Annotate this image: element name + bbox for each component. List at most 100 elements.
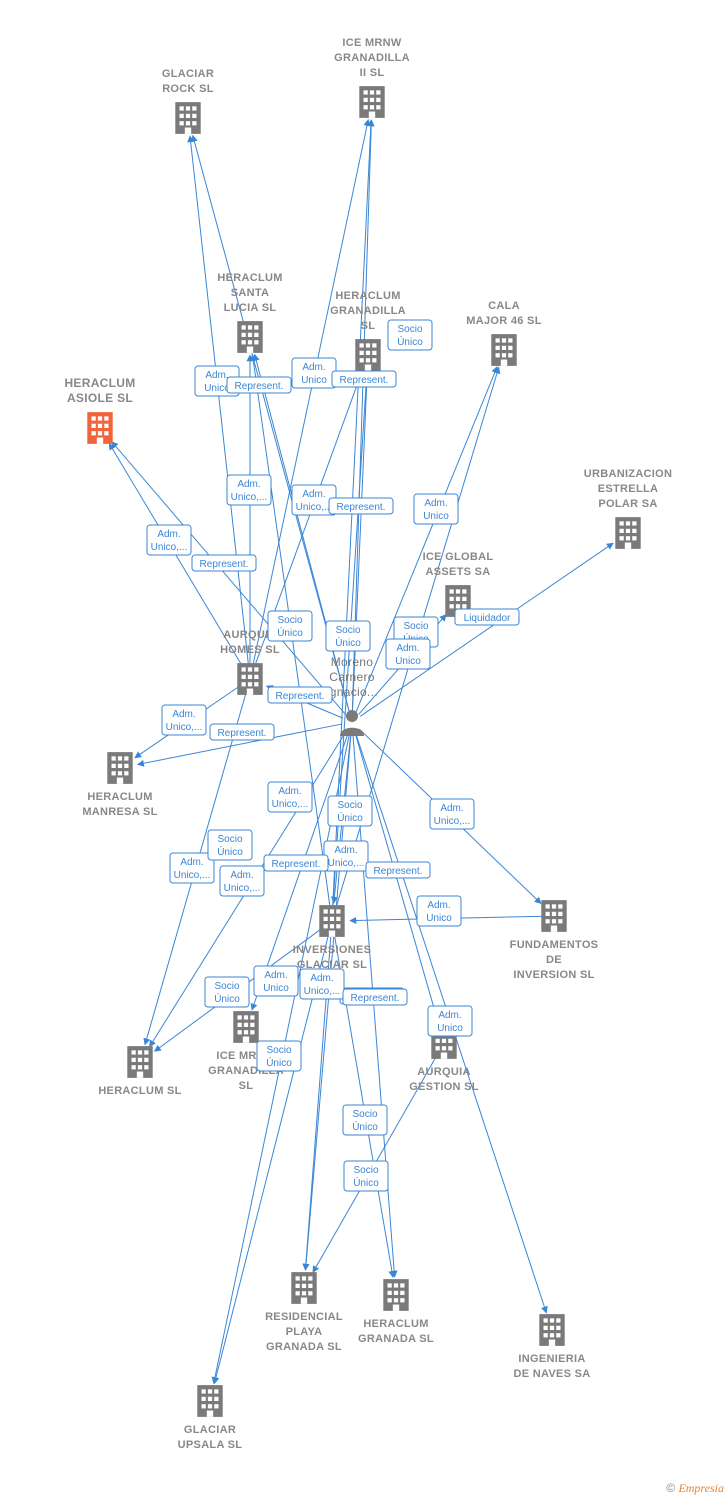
node-aurquia-gestion[interactable]: AURQUIA GESTION SL: [409, 1027, 479, 1093]
edge-label-box: [161, 704, 207, 736]
edge-label-text: Unico,...: [166, 722, 203, 733]
building-icon: [291, 1272, 317, 1304]
edge-label[interactable]: Adm.Unico,...: [429, 798, 475, 830]
node-label-line: GESTION SL: [409, 1081, 479, 1093]
edge-label[interactable]: Represent.: [209, 723, 275, 741]
edge-label[interactable]: Represent.: [267, 686, 333, 704]
edge-label-text: Unico,...: [151, 542, 188, 553]
building-icon: [491, 334, 517, 366]
edge-label-text: Represent.: [200, 559, 249, 570]
edge-label[interactable]: Adm.Unico: [291, 357, 337, 389]
node-label-line: HERACLUM: [217, 272, 282, 284]
edge-label[interactable]: Represent.: [263, 854, 329, 872]
edge-label-text: Adm.: [264, 970, 287, 981]
edge-label-text: Adm.: [237, 479, 260, 490]
edge-label-box: [209, 723, 275, 741]
node-inversiones-glaciar[interactable]: INVERSIONES GLACIAR SL: [293, 905, 372, 971]
node-label-line: INVERSION SL: [513, 969, 594, 981]
footer: © Empresia: [666, 1481, 724, 1496]
edge-label[interactable]: Represent.: [331, 370, 397, 388]
edge-label-box: [325, 620, 371, 652]
node-heraclum-santa-lucia[interactable]: HERACLUM SANTA LUCIA SL: [217, 272, 282, 353]
edge-label-text: Único: [214, 992, 240, 1005]
edge-label[interactable]: Represent.: [226, 376, 292, 394]
edge-label[interactable]: Adm.Unico: [416, 895, 462, 927]
edge-label-text: Unico: [301, 375, 327, 386]
edge-label[interactable]: Liquidador: [454, 608, 520, 626]
building-icon: [237, 321, 263, 353]
node-heraclum[interactable]: HERACLUM SL: [98, 1046, 181, 1097]
edge-label[interactable]: Adm.Unico: [385, 638, 431, 670]
edge-label-text: Socio: [266, 1045, 291, 1056]
edge-label[interactable]: Adm.Unico,...: [267, 781, 313, 813]
edge-label[interactable]: Represent.: [342, 988, 408, 1006]
node-label-line: HERACLUM: [335, 290, 400, 302]
edge-label-text: Adm.: [205, 370, 228, 381]
node-label-line: LUCIA SL: [224, 302, 277, 314]
node-label-line: SANTA: [231, 287, 270, 299]
copyright-icon: ©: [666, 1481, 676, 1495]
edge-inversiones-glaciar-to-ice-mrnw-2: [331, 119, 375, 912]
edge-label-box: [429, 798, 475, 830]
edge-label-text: Único: [397, 335, 423, 348]
edge-label[interactable]: Adm.Unico,...: [146, 524, 192, 556]
edge-label[interactable]: Adm.Unico,...: [323, 840, 369, 872]
edge-label[interactable]: Represent.: [191, 554, 257, 572]
edge-label-text: Unico,...: [328, 858, 365, 869]
person-icon: [340, 710, 364, 736]
edge-label[interactable]: Adm.Unico,...: [226, 474, 272, 506]
edge-label[interactable]: Adm.Unico: [253, 965, 299, 997]
building-icon: [359, 86, 385, 118]
node-label-line: RESIDENCIAL: [265, 1311, 343, 1323]
edge-label-box: [454, 608, 520, 626]
edge-label[interactable]: Represent.: [365, 861, 431, 879]
node-label-line: HERACLUM: [64, 376, 135, 390]
edge-label-text: Represent.: [374, 866, 423, 877]
node-label-line: GLACIAR SL: [297, 959, 367, 971]
node-label-line: INVERSIONES: [293, 944, 372, 956]
node-ice-global[interactable]: ICE GLOBAL ASSETS SA: [423, 551, 494, 617]
edge-label[interactable]: Adm.Unico,...: [169, 852, 215, 884]
building-icon: [127, 1046, 153, 1078]
edge-label[interactable]: Adm.Unico,...: [161, 704, 207, 736]
edge-label[interactable]: Adm.Unico: [413, 493, 459, 525]
edge-label-text: Único: [353, 1176, 379, 1189]
brand-logo[interactable]: Empresia: [678, 1481, 724, 1495]
edge-label[interactable]: Adm.Unico: [427, 1005, 473, 1037]
edge-label[interactable]: Adm.Unico,...: [299, 968, 345, 1000]
edge-label[interactable]: Represent.: [328, 497, 394, 515]
node-label-line: ICE GLOBAL: [423, 551, 494, 563]
node-label-line: AURQUIA: [417, 1066, 470, 1078]
edge-person-to-heraclum-manresa: [136, 723, 343, 767]
node-label-line: GLACIAR: [184, 1424, 236, 1436]
edge-person-to-heraclum-granadilla: [351, 372, 371, 713]
edge-label[interactable]: Adm.Unico,...: [219, 865, 265, 897]
building-icon: [383, 1279, 409, 1311]
edge-label-box: [387, 319, 433, 351]
node-label-line: ASSETS SA: [425, 566, 490, 578]
node-person[interactable]: MorenoCarneroIgnacio...: [326, 655, 378, 736]
